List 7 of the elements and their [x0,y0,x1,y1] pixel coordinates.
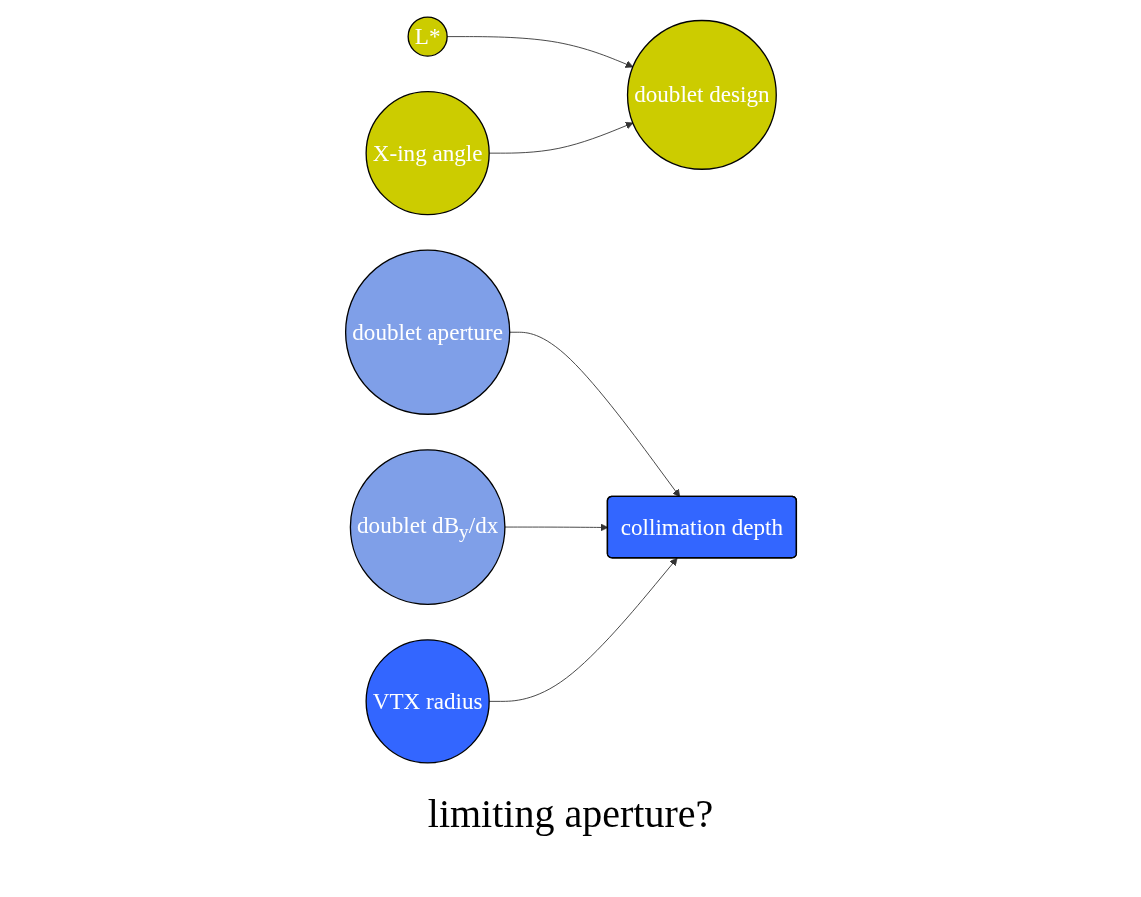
node-circle: L* [407,16,448,57]
node-circle: doublet aperture [344,249,510,415]
node-circle: doublet design [626,19,777,170]
node-circle: doublet dB$_{y}$/dx [349,449,506,605]
note-text: limiting aperture? [427,790,714,837]
node-circle: X-ing angle [364,90,490,216]
node-circle: VTX radius [364,639,490,764]
